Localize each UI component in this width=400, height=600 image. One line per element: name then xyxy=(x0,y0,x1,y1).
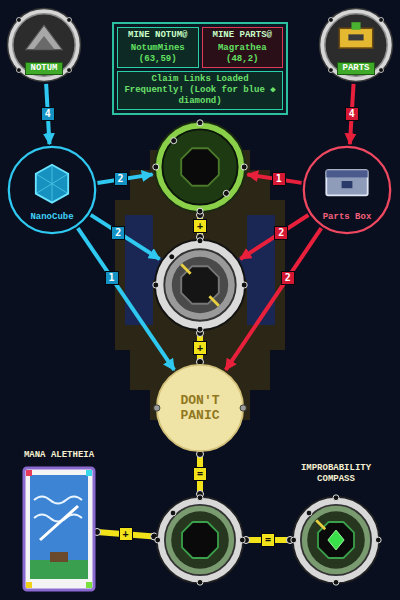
edge-label: = xyxy=(261,533,275,547)
info-heading: MINE NOTUM@ xyxy=(120,30,196,41)
item-circle: Parts Box xyxy=(302,145,392,235)
item-circle: NanoCube xyxy=(7,145,97,235)
info-cell: Claim Links Loaded Frequently! (Look for… xyxy=(117,71,283,110)
edge-label: 4 xyxy=(345,107,359,121)
info-row: MINE NOTUM@ NotumMines (63,59) MINE PARTS@… xyxy=(117,27,283,68)
node-label: IMPROBABILITY COMPASS xyxy=(286,463,386,485)
panic-circle: DON'T PANIC xyxy=(155,363,245,453)
resource-circle: NOTUM xyxy=(6,7,82,83)
edge-label: 2 xyxy=(274,226,288,240)
crafting-slot xyxy=(153,120,247,214)
circle-outline xyxy=(153,238,247,332)
info-heading: MINE PARTS@ xyxy=(205,30,281,41)
result-circle: IMPROBABILITY COMPASS xyxy=(291,495,381,585)
edge-label: + xyxy=(193,341,207,355)
edge-label: 2 xyxy=(281,271,295,285)
node-label: MANA ALETHEIA xyxy=(24,450,94,461)
circle-outline xyxy=(153,120,247,214)
info-location: NotumMines (63,59) xyxy=(120,43,196,65)
crafting-slot xyxy=(153,238,247,332)
info-location: Magrathea (48,2) xyxy=(205,43,281,65)
node-label: DON'T PANIC xyxy=(172,393,228,423)
edge-label: 1 xyxy=(105,271,119,285)
node-label: Parts Box xyxy=(323,212,372,223)
crafting-slot xyxy=(155,495,245,585)
info-cell: MINE NOTUM@ NotumMines (63,59) xyxy=(117,27,199,68)
edge-label: + xyxy=(119,527,133,541)
info-cell: MINE PARTS@ Magrathea (48,2) xyxy=(202,27,284,68)
connector xyxy=(91,215,160,259)
edge-label: 4 xyxy=(41,107,55,121)
edge-label: 1 xyxy=(272,172,286,186)
edge-label: 2 xyxy=(114,172,128,186)
edge-label: + xyxy=(193,219,207,233)
circle-outline xyxy=(291,495,381,585)
node-label: NOTUM xyxy=(25,62,62,75)
edge-label: 2 xyxy=(111,226,125,240)
info-panel: MINE NOTUM@ NotumMines (63,59) MINE PARTS@… xyxy=(112,22,288,115)
node-label: NanoCube xyxy=(30,212,73,223)
card-outline xyxy=(22,466,96,592)
edge-label: = xyxy=(193,467,207,481)
node-label: PARTS xyxy=(337,62,374,75)
connector xyxy=(240,215,308,259)
circle-outline xyxy=(155,495,245,585)
item-card: MANA ALETHEIA xyxy=(22,466,96,592)
resource-circle: PARTS xyxy=(318,7,394,83)
info-note: Claim Links Loaded Frequently! (Look for… xyxy=(120,74,280,107)
